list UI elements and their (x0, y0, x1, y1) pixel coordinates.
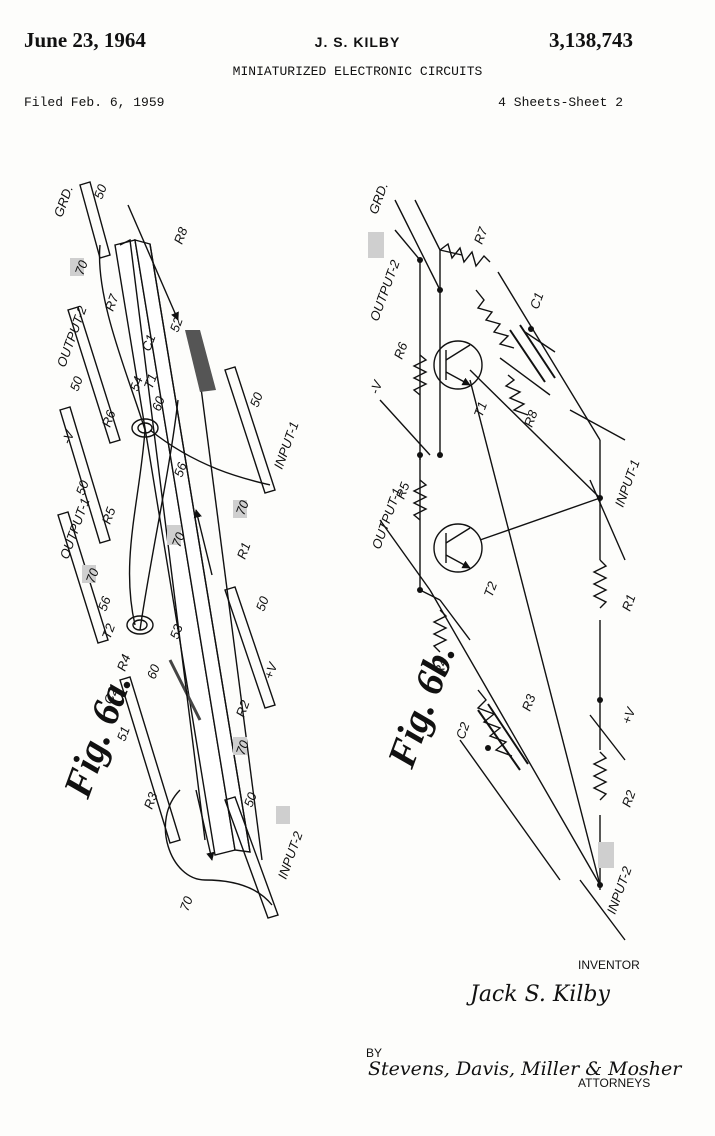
fig6a-label-r5: R5 (99, 505, 119, 526)
attorneys-label: ATTORNEYS (578, 1076, 651, 1090)
fig6a-label-70c: 70 (169, 530, 188, 549)
fig6a-label-52: 52 (167, 315, 186, 334)
figure-6a: GRD. 50 70 R8 OUTPUT-2 R7 52 50 C1 54 T1… (51, 181, 306, 919)
fig6a-label-50e: 50 (253, 594, 272, 613)
fig6a-label-r2: R2 (233, 698, 253, 719)
terminal-strips (57, 181, 279, 919)
figure-6b-caption: Fig. 6b. (378, 638, 464, 774)
figure-6b: GRD. OUTPUT-2 R7 C1 -V R6 T1 R8 INPUT-1 … (366, 180, 643, 941)
transistor-contacts (126, 418, 159, 635)
inventor-label: INVENTOR (578, 958, 640, 972)
schematic-wiring (379, 199, 626, 941)
fig6a-label-50f: 50 (241, 790, 260, 809)
patent-date: June 23, 1964 (24, 28, 146, 52)
fig6a-label-70d: 70 (83, 566, 102, 585)
fig6b-label-r6: R6 (391, 340, 411, 361)
attorneys-signature: Stevens, Davis, Miller & Mosher (368, 1058, 682, 1080)
fig6b-label-r2: R2 (619, 788, 639, 809)
fig6b-label-output2: OUTPUT-2 (367, 257, 403, 323)
fig6b-label-t2: T2 (481, 579, 501, 599)
inventor-signature: Jack S. Kilby (470, 982, 610, 1007)
fig6b-label-r3: R3 (519, 692, 539, 713)
schematic-junctions (417, 257, 603, 888)
fig6a-label-output2: OUTPUT-2 (54, 303, 90, 369)
fig6a-label-input1: INPUT-1 (271, 419, 302, 471)
fig6a-label-r4: R4 (114, 652, 134, 673)
lead-wires (98, 238, 273, 906)
fig6a-label-51: 51 (114, 724, 133, 743)
fig6b-label-r4: R4 (431, 656, 451, 677)
schematic-capacitors (477, 324, 556, 771)
fig6a-label-input2: INPUT-2 (275, 829, 306, 881)
fig6a-label-53: 53 (167, 622, 186, 641)
fig6a-label-r8: R8 (171, 225, 191, 246)
inventor-name: J. S. KILBY (314, 34, 401, 50)
fig6a-label-56: 56 (171, 460, 190, 479)
fig6a-label-r6: R6 (99, 408, 119, 429)
fig6b-label-r8: R8 (521, 408, 541, 429)
fig6a-label-minus-v: -V (59, 427, 78, 446)
schematic-transistors (433, 340, 483, 573)
fig6a-label-56b: 56 (95, 594, 114, 613)
fig6b-label-input1: INPUT-1 (612, 457, 643, 509)
by-label: BY (366, 1046, 383, 1060)
fig6b-label-t1: T1 (471, 400, 490, 419)
fig6a-label-r1: R1 (234, 540, 254, 561)
fig6a-label-50c: 50 (247, 390, 266, 409)
fig6b-label-minus-v: -V (367, 377, 386, 396)
fig6a-label-60b: 60 (144, 662, 163, 681)
fig6a-label-50: 50 (91, 182, 110, 201)
fig6a-label-c1: C1 (139, 332, 159, 353)
fig6b-label-c1: C1 (527, 290, 547, 311)
fig6a-label-70: 70 (72, 258, 91, 277)
fig6a-label-60: 60 (149, 394, 168, 413)
fig6a-label-50d: 50 (73, 478, 92, 497)
fig6a-label-grd: GRD. (51, 183, 76, 219)
fig6a-label-r3: R3 (141, 790, 161, 811)
patent-title: MINIATURIZED ELECTRONIC CIRCUITS (232, 64, 483, 79)
fig6a-label-plus-v: +V (261, 659, 281, 681)
fig6a-label-54: 54 (127, 374, 146, 393)
sheet-count: 4 Sheets-Sheet 2 (498, 95, 623, 110)
fig6a-label-50b: 50 (67, 374, 86, 393)
fig6b-label-r5: R5 (393, 480, 413, 501)
schematic-resistors (412, 242, 608, 801)
fig6b-label-input2: INPUT-2 (604, 864, 635, 916)
fig6a-label-70b: 70 (233, 498, 252, 517)
fig6b-label-grd: GRD. (366, 180, 391, 216)
figure-6a-labels: GRD. 50 70 R8 OUTPUT-2 R7 52 50 C1 54 T1… (51, 182, 306, 913)
fig6a-label-70f: 70 (177, 894, 196, 913)
fig6a-label-c2: C2 (101, 685, 121, 706)
fig6a-label-t2: T2 (99, 621, 119, 641)
patent-number: 3,138,743 (549, 28, 633, 52)
fig6b-label-plus-v: +V (619, 704, 639, 726)
fig6a-label-t1: T1 (141, 372, 160, 391)
fig6b-label-r1: R1 (619, 592, 639, 613)
fig6a-label-r7: R7 (102, 292, 122, 313)
filing-date: Filed Feb. 6, 1959 (24, 95, 165, 110)
fig6b-label-c2: C2 (453, 720, 473, 741)
fig6b-label-r7: R7 (471, 225, 491, 246)
dimension-arrows (127, 204, 215, 861)
figure-6b-labels: GRD. OUTPUT-2 R7 C1 -V R6 T1 R8 INPUT-1 … (366, 180, 643, 916)
fig6a-label-70e: 70 (233, 738, 252, 757)
